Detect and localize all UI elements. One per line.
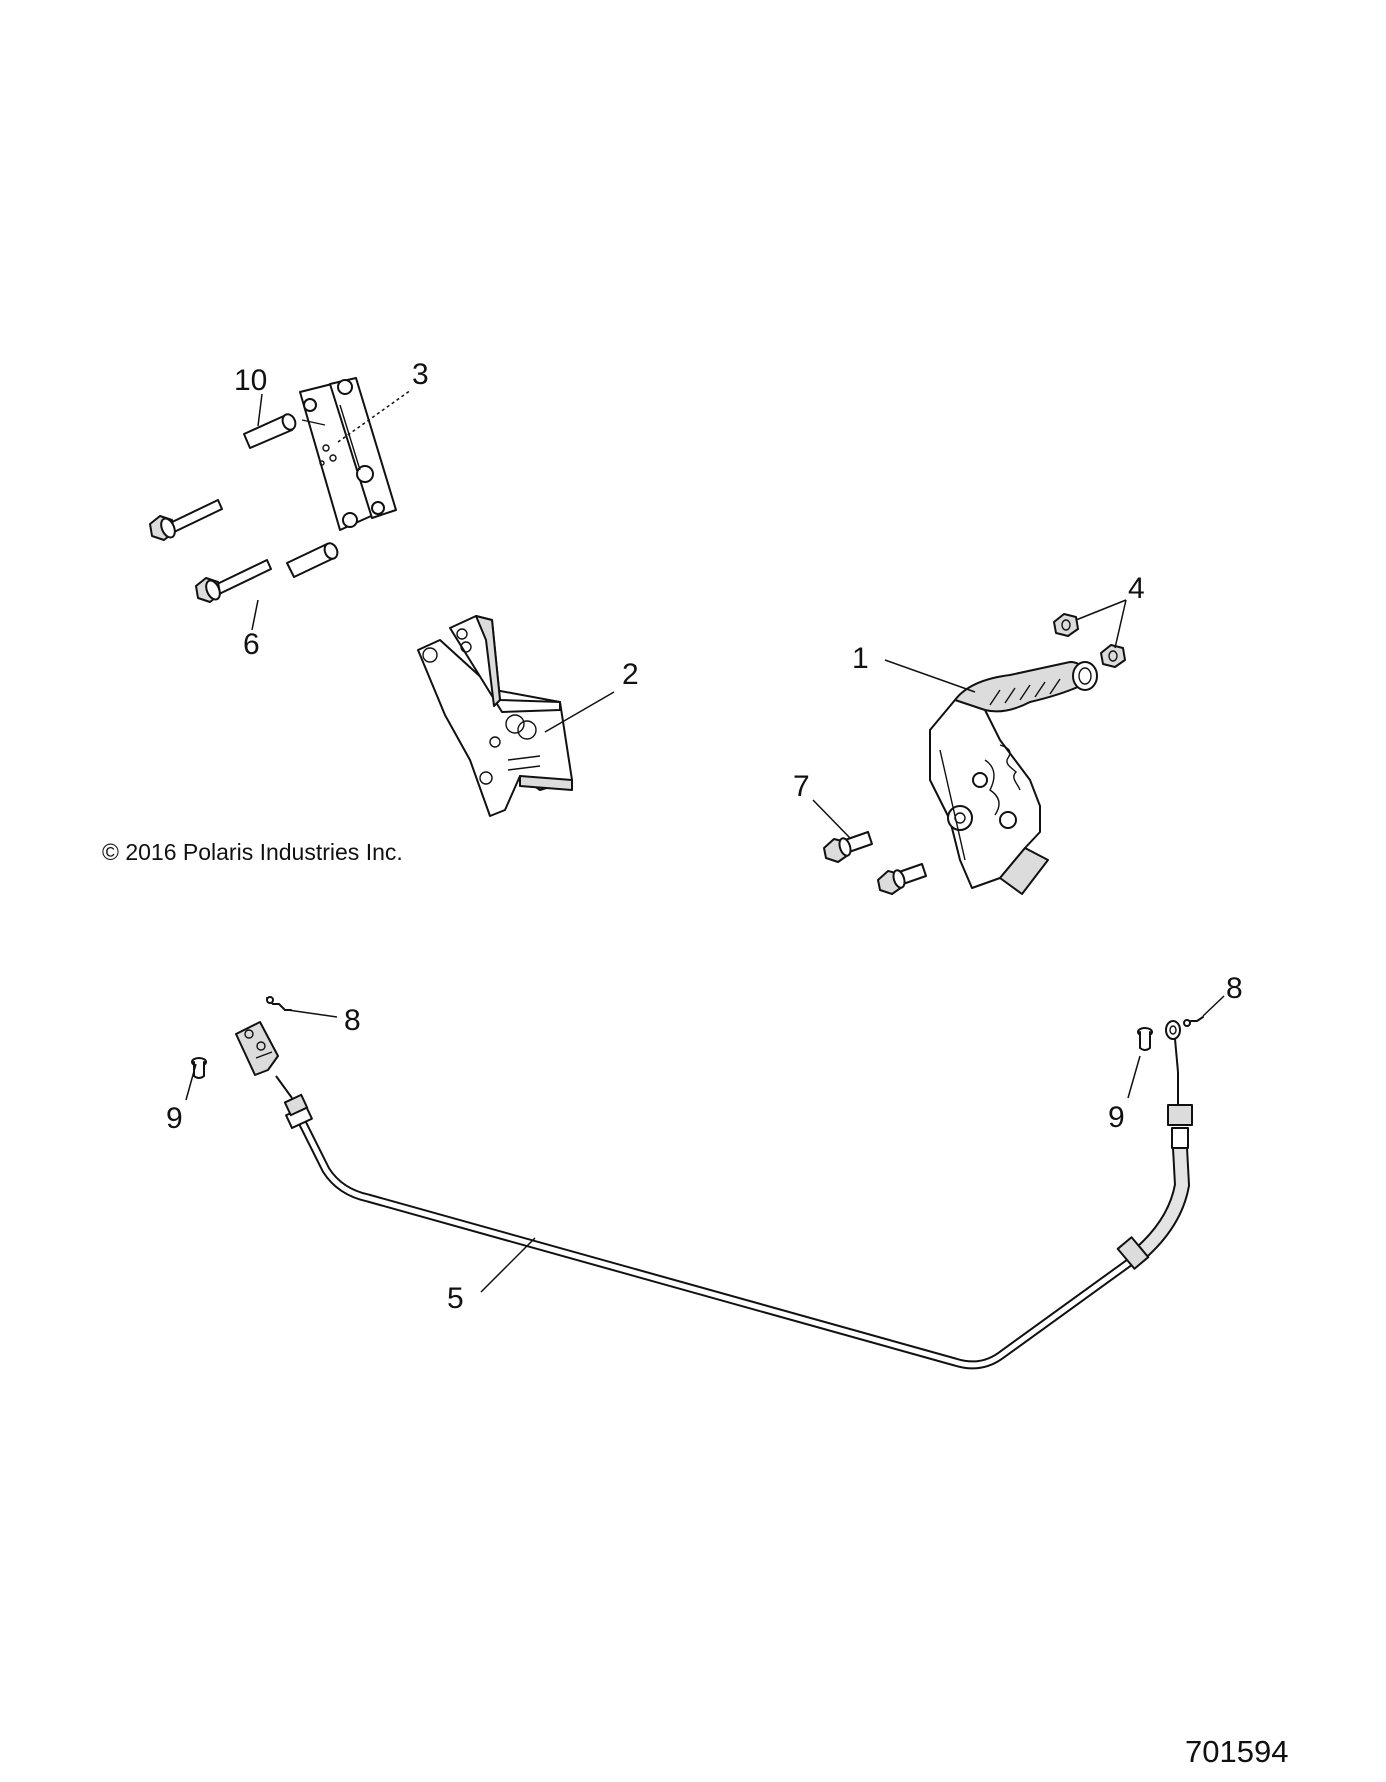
callout-3: 3	[412, 358, 429, 391]
part-9-pin-left	[191, 1057, 207, 1079]
part-5-cable-end-right	[1165, 1020, 1181, 1073]
part-8-clip-right	[1183, 1016, 1204, 1027]
leader-5	[480, 1237, 536, 1293]
callout-9-left: 9	[166, 1102, 183, 1135]
leader-4a	[1075, 599, 1127, 621]
part-6-bolt-lower	[195, 559, 272, 603]
part-6-bolt-upper	[149, 499, 223, 541]
copyright-notice: © 2016 Polaris Industries Inc.	[102, 839, 403, 865]
leader-8-left	[287, 1009, 338, 1018]
callout-6: 6	[243, 628, 260, 661]
part-5-brake-cable	[275, 1072, 1193, 1370]
callout-10: 10	[234, 364, 267, 397]
part-4-nut-upper	[1053, 613, 1079, 637]
part-2-mount-bracket	[417, 615, 573, 817]
callout-9-right: 9	[1108, 1101, 1125, 1134]
callout-8-left: 8	[344, 1004, 361, 1037]
leader-1	[884, 659, 976, 693]
leader-3	[337, 389, 412, 443]
callout-1: 1	[852, 642, 869, 675]
callout-labels: 1 2 3 4 5 6 7 8 8 9 9 10	[166, 358, 1243, 1315]
leader-2	[544, 691, 615, 733]
callout-7: 7	[793, 770, 810, 803]
part-4-nut-lower	[1100, 644, 1126, 668]
leader-lines	[185, 389, 1225, 1293]
part-5-clevis-left	[235, 1021, 279, 1076]
part-1-parking-brake-lever	[929, 661, 1098, 895]
leader-4b	[1114, 599, 1127, 649]
leader-7	[812, 799, 851, 839]
part-7-bolt-lower	[877, 863, 927, 895]
leader-9-left	[185, 1063, 197, 1101]
callout-2: 2	[622, 658, 639, 691]
diagram-number: 701594	[1185, 1734, 1288, 1769]
part-10-spacer-lower	[286, 542, 339, 578]
callout-5: 5	[447, 1282, 464, 1315]
callout-4: 4	[1128, 572, 1145, 605]
leader-9-right	[1127, 1055, 1141, 1099]
callout-8-right: 8	[1226, 972, 1243, 1005]
leader-8-right	[1202, 995, 1225, 1017]
part-9-pin-right	[1137, 1027, 1153, 1051]
leader-10	[257, 393, 263, 427]
part-3-pivot-bracket	[299, 377, 397, 531]
part-8-clip-left	[266, 996, 292, 1011]
part-10-spacer-upper	[243, 413, 297, 449]
leader-6	[251, 599, 259, 631]
part-7-bolt-upper	[823, 831, 873, 863]
